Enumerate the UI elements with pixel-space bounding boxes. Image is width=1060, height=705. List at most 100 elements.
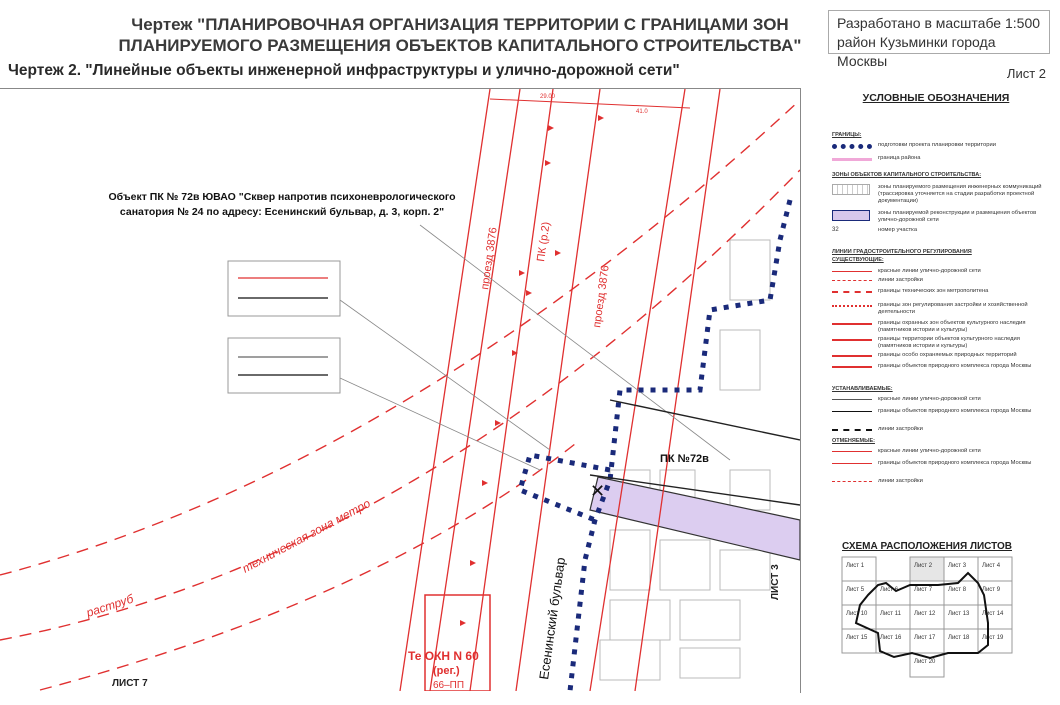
- legend-row: границы особо охраняемых природных терри…: [832, 352, 1050, 360]
- planning-map: ✕ проезд 3876 ПК (р.2) проезд 3876 техни…: [0, 89, 800, 691]
- legend-panel: УСЛОВНЫЕ ОБОЗНАЧЕНИЯ ГРАНИЦЫ: подготовки…: [812, 92, 1060, 522]
- project-border: [516, 199, 793, 691]
- legend-row: зоны планируемого размещения инженерных …: [832, 184, 1050, 205]
- scale-info-box: Разработано в масштабе 1:500 район Кузьм…: [828, 10, 1050, 69]
- map-legend-sample-1: [227, 260, 341, 317]
- legend-row: граница района: [832, 155, 1050, 163]
- legend-row: границы объектов природного комплекса го…: [832, 363, 1050, 371]
- schema-cell[interactable]: [841, 628, 877, 654]
- legend-row: границы технических зон метрополитена: [832, 288, 1050, 296]
- schema-cell[interactable]: [875, 604, 911, 630]
- schema-cell-label: Лист 17: [914, 635, 936, 641]
- legend-row: границы объектов природного комплекса го…: [832, 460, 1050, 468]
- legend-row: зоны планируемой реконструкции и размеще…: [832, 210, 1050, 224]
- legend-section-existing: СУЩЕСТВУЮЩИЕ:: [832, 257, 884, 263]
- legend-section-lines: ЛИНИИ ГРАДОСТРОИТЕЛЬНОГО РЕГУЛИРОВАНИЯ: [832, 249, 972, 255]
- schema-cell-label: Лист 13: [948, 611, 970, 617]
- legend-row: линии застройки: [832, 478, 1050, 486]
- legend-title: УСЛОВНЫЕ ОБОЗНАЧЕНИЯ: [862, 92, 1010, 104]
- label-proezd-2: проезд 3876: [591, 265, 612, 329]
- label-metro-zone: техническая зона метро: [240, 496, 373, 576]
- legend-row: подготовки проекта планировки территории: [832, 142, 1050, 150]
- schema-cell-label: Лист 15: [846, 635, 868, 641]
- black-building-line: [609, 399, 800, 441]
- scale-text: Разработано в масштабе 1:500: [837, 15, 1041, 31]
- legend-row: границы охранных зон объектов культурног…: [832, 320, 1050, 334]
- schema-cell[interactable]: [841, 556, 877, 582]
- callout-line-1: Объект ПК № 72в ЮВАО "Сквер напротив пси…: [108, 191, 456, 203]
- schema-cell-label: Лист 20: [914, 659, 936, 665]
- schema-cell-label: Лист 2: [914, 563, 933, 569]
- schema-cell[interactable]: [909, 556, 945, 582]
- schema-cell-label: Лист 16: [880, 635, 902, 641]
- schema-cell-label: Лист 9: [982, 587, 1001, 593]
- schema-cell-label: Лист 19: [982, 635, 1004, 641]
- dimension-line: [489, 98, 691, 109]
- title-line-2: ПЛАНИРУЕМОГО РАЗМЕЩЕНИЯ ОБЪЕКТОВ КАПИТАЛ…: [118, 36, 802, 55]
- legend-row: границы территории объектов культурного …: [832, 336, 1050, 350]
- red-marks: [460, 115, 604, 626]
- callout-line-2: санатория № 24 по адресу: Есенинский бул…: [119, 206, 445, 218]
- schema-cell-label: Лист 8: [948, 587, 967, 593]
- legend-section-set: УСТАНАВЛИВАЕМЫЕ:: [832, 386, 893, 392]
- schema-cell-label: Лист 6: [880, 587, 899, 593]
- schema-title: СХЕМА РАСПОЛОЖЕНИЯ ЛИСТОВ: [842, 541, 1012, 552]
- drawing-title: Чертеж "ПЛАНИРОВОЧНАЯ ОРГАНИЗАЦИЯ ТЕРРИТ…: [90, 14, 830, 56]
- schema-grid: Лист 1 Лист 2 Лист 3 Лист 4 Лист 5 Лист 6 Лист…: [841, 556, 1013, 678]
- label-object: ПК №72в: [660, 453, 709, 465]
- leader-lines: [339, 224, 731, 471]
- schema-cell-label: Лист 14: [982, 611, 1004, 617]
- district-outline: [854, 571, 989, 660]
- label-dim-1: 29.00: [540, 94, 556, 100]
- x-marker-icon: ✕: [590, 481, 605, 501]
- label-list-7: ЛИСТ 7: [112, 678, 148, 689]
- legend-section-zones: ЗОНЫ ОБЪЕКТОВ КАПИТАЛЬНОГО СТРОИТЕЛЬСТВА…: [832, 172, 982, 178]
- sheet-number: Лист 2: [1006, 66, 1046, 81]
- label-okn-3: 66–ПП: [433, 680, 464, 691]
- okn-zone: [424, 594, 491, 691]
- district-text: район Кузьминки города Москвы: [837, 34, 996, 69]
- schema-cell[interactable]: [875, 628, 911, 654]
- label-okn-1: Те ОКН N 60: [408, 649, 479, 663]
- label-boulevard: Есенинский бульвар: [536, 556, 568, 680]
- schema-cell[interactable]: [909, 604, 945, 630]
- schema-cell[interactable]: [943, 604, 979, 630]
- legend-row: границы объектов природного комплекса го…: [832, 408, 1050, 416]
- street-reconstruction-zone: [589, 476, 800, 561]
- schema-cell-label: Лист 11: [880, 611, 902, 617]
- schema-cell[interactable]: [943, 556, 979, 582]
- legend-row: красные линии улично-дорожной сети: [832, 448, 1050, 456]
- label-dim-2: 41.0: [636, 109, 648, 115]
- sheet-schema: Лист 1 Лист 2 Лист 3 Лист 4 Лист 5 Лист 6 Лист…: [841, 556, 1013, 678]
- black-building-line-2: [589, 474, 800, 506]
- schema-cell-label: Лист 18: [948, 635, 970, 641]
- map-legend-sample-2: [227, 337, 341, 394]
- legend-row: красные линии улично-дорожной сети: [832, 396, 1050, 404]
- legend-row: линии застройки: [832, 277, 1050, 285]
- schema-cell[interactable]: [943, 628, 979, 654]
- label-list-3: ЛИСТ 3: [770, 564, 781, 600]
- legend-row: линии застройки: [832, 426, 1050, 434]
- schema-cell-label: Лист 5: [846, 587, 865, 593]
- label-okn-2: (рег.): [433, 665, 460, 677]
- schema-cell[interactable]: [909, 628, 945, 654]
- schema-cell-label: Лист 12: [914, 611, 936, 617]
- legend-section-borders: ГРАНИЦЫ:: [832, 132, 862, 138]
- object-callout: Объект ПК № 72в ЮВАО "Сквер напротив пси…: [106, 190, 458, 220]
- label-proezd-1: проезд 3876: [479, 227, 500, 291]
- legend-section-cancel: ОТМЕНЯЕМЫЕ:: [832, 438, 875, 444]
- schema-cell-label: Лист 1: [846, 563, 865, 569]
- drawing-subtitle: Чертеж 2. "Линейные объекты инженерной и…: [8, 62, 680, 79]
- schema-cell[interactable]: [977, 556, 1013, 582]
- legend-row: красные линии улично-дорожной сети: [832, 268, 1050, 276]
- map-frame: [0, 88, 801, 693]
- label-pk: ПК (р.2): [535, 221, 552, 262]
- schema-cell-label: Лист 7: [914, 587, 933, 593]
- schema-cell[interactable]: [977, 604, 1013, 630]
- legend-row: 32 номер участка: [832, 227, 918, 233]
- title-line-1: Чертеж "ПЛАНИРОВОЧНАЯ ОРГАНИЗАЦИЯ ТЕРРИТ…: [131, 15, 789, 34]
- label-rastrub: раструб: [84, 591, 137, 620]
- legend-row: границы зон регулирования застройки и хо…: [832, 302, 1050, 316]
- schema-cell-label: Лист 4: [982, 563, 1001, 569]
- schema-cell-label: Лист 3: [948, 563, 967, 569]
